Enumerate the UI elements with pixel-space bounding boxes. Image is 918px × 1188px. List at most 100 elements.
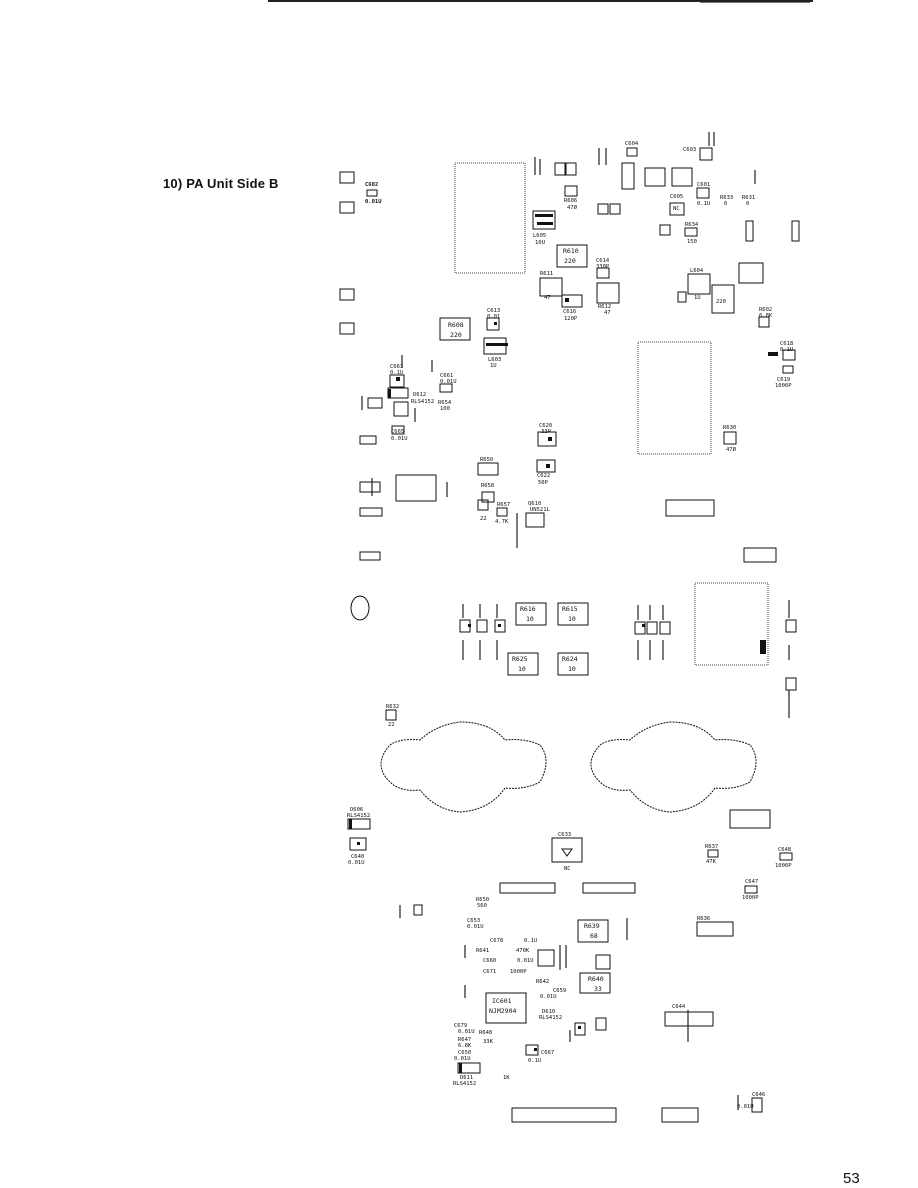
label-c603: C603	[683, 147, 696, 153]
label-r612: R612	[598, 304, 611, 310]
label-c604: C604	[625, 141, 639, 147]
label-c622: C622	[537, 473, 550, 479]
part-l605	[532, 210, 556, 230]
part-r630	[723, 431, 737, 445]
part-r650	[477, 462, 499, 476]
label-c644: C644	[672, 1004, 686, 1010]
label-d611: D611	[460, 1075, 473, 1081]
edge-pad	[359, 507, 383, 517]
value-d611: RLS4152	[453, 1081, 476, 1087]
value-c618: 0.1U	[780, 347, 793, 353]
value-c661: 0.01U	[440, 379, 457, 385]
mounting-hole	[350, 595, 370, 621]
label-c646: C646	[752, 1092, 765, 1098]
part-cap	[554, 162, 566, 176]
value-c678: 0.1U	[524, 938, 537, 944]
edge-pad	[359, 551, 381, 561]
heatsink-left	[380, 721, 547, 813]
label-c678: C678	[490, 938, 503, 944]
value-c659: 0.01U	[540, 994, 557, 1000]
value-r625: 10	[518, 665, 526, 673]
part-c605	[669, 202, 685, 216]
part-cap	[565, 162, 577, 176]
part-c614	[596, 267, 610, 279]
part-cluster	[743, 547, 777, 563]
label-d610: D610	[542, 1009, 555, 1015]
part-ic601	[485, 992, 527, 1024]
part-c618	[782, 349, 796, 361]
part-block	[644, 167, 666, 187]
part-r608	[439, 317, 471, 341]
value-c671: 1000P	[510, 969, 527, 975]
label-c648: C648	[778, 847, 791, 853]
value-l605: 10U	[535, 240, 545, 246]
part-q	[367, 397, 383, 409]
label-ic601: IC601	[492, 997, 512, 1005]
part-cap	[785, 677, 797, 691]
part-cap	[597, 203, 609, 215]
label-c661: C661	[440, 373, 453, 379]
value-c667: 0.1U	[528, 1058, 541, 1064]
value-ic601: NJM2904	[489, 1007, 516, 1015]
part-block	[671, 167, 693, 187]
value-c679: 0.01U	[458, 1029, 475, 1035]
part-c667	[525, 1044, 539, 1056]
label-c653: C653	[467, 918, 480, 924]
value-r624: 10	[568, 665, 576, 673]
part-cluster	[729, 809, 771, 829]
value-c619: 1000P	[775, 383, 792, 389]
part-block	[621, 162, 635, 190]
label-r634: R634	[685, 222, 699, 228]
part-r640	[579, 972, 611, 994]
label-r630: R630	[723, 425, 736, 431]
value-c648: 1000P	[775, 863, 792, 869]
value-q610: UN521L	[530, 507, 551, 513]
value-c613: 0.01	[487, 314, 500, 320]
part-cap	[494, 619, 506, 633]
value-c640: 0.01U	[348, 860, 365, 866]
part-r634	[684, 227, 698, 237]
label-c663: C663	[390, 364, 403, 370]
part-cap	[659, 621, 671, 635]
label-d606: D606	[350, 807, 363, 813]
label-c619: C619	[777, 377, 790, 383]
label-l603: L603	[488, 357, 501, 363]
part-q	[537, 949, 555, 967]
label-r615: R615	[562, 605, 578, 613]
label-c613: C613	[487, 308, 500, 314]
value-c616: 120P	[564, 316, 578, 322]
value-r606: 47Ø	[567, 204, 578, 211]
part-cap	[677, 291, 687, 303]
part-c648	[779, 852, 793, 861]
value-r611: 47	[544, 295, 551, 301]
value-c602: 0.01U	[365, 199, 382, 205]
value-r634: 150	[687, 239, 697, 245]
part-cluster	[751, 1097, 763, 1113]
value-c665: 0.01U	[391, 436, 408, 442]
part-c622	[536, 459, 556, 473]
part-c613	[486, 317, 500, 331]
part-c603	[699, 147, 713, 161]
shield-area-top	[454, 162, 526, 274]
edge-pad	[339, 322, 355, 335]
value-c601: 0.1U	[697, 201, 710, 207]
part-c633	[551, 837, 583, 863]
part-d611	[457, 1062, 481, 1074]
edge-pad	[339, 171, 355, 184]
part-c616	[561, 294, 583, 308]
part-cap	[595, 1017, 607, 1031]
label-r616: R616	[520, 605, 536, 613]
value-c620: 33P	[541, 429, 552, 435]
value-c653: 0.01U	[467, 924, 484, 930]
shield-area-mid	[637, 341, 712, 455]
part-cluster	[664, 1011, 714, 1027]
part-r616	[515, 602, 547, 626]
part-slot	[661, 1107, 699, 1123]
slot	[791, 220, 800, 242]
label-d612: D612	[413, 392, 426, 398]
edge-pad	[359, 435, 377, 445]
label-c601: C601	[697, 182, 710, 188]
value-r640: 33	[594, 985, 602, 993]
value-r632: 22	[388, 722, 395, 728]
